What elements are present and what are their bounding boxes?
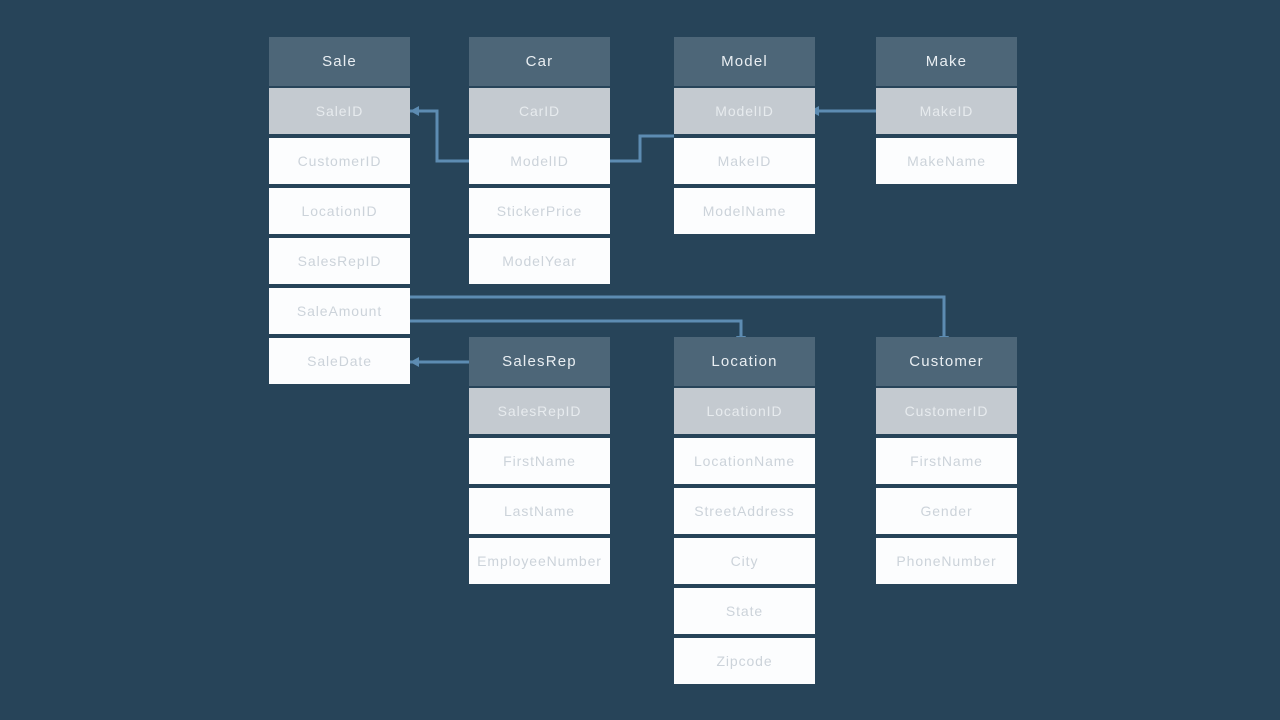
field-model-makeid[interactable]: MakeID <box>674 138 815 184</box>
field-customer-customerid[interactable]: CustomerID <box>876 388 1017 434</box>
field-make-makename[interactable]: MakeName <box>876 138 1017 184</box>
field-car-modelid[interactable]: ModelID <box>469 138 610 184</box>
field-model-modelid[interactable]: ModelID <box>674 88 815 134</box>
connector-sale-car <box>410 109 469 163</box>
field-salesrep-lastname[interactable]: LastName <box>469 488 610 534</box>
field-sale-customerid[interactable]: CustomerID <box>269 138 410 184</box>
table-header-sale[interactable]: Sale <box>269 37 410 86</box>
connector-car-model <box>610 134 674 163</box>
field-sale-saledate[interactable]: SaleDate <box>269 338 410 384</box>
field-salesrep-firstname[interactable]: FirstName <box>469 438 610 484</box>
field-salesrep-salesrepid[interactable]: SalesRepID <box>469 388 610 434</box>
field-model-modelname[interactable]: ModelName <box>674 188 815 234</box>
field-location-locationname[interactable]: LocationName <box>674 438 815 484</box>
field-location-zipcode[interactable]: Zipcode <box>674 638 815 684</box>
field-customer-gender[interactable]: Gender <box>876 488 1017 534</box>
field-location-locationid[interactable]: LocationID <box>674 388 815 434</box>
field-sale-saleamount[interactable]: SaleAmount <box>269 288 410 334</box>
field-sale-salesrepid[interactable]: SalesRepID <box>269 238 410 284</box>
table-header-model[interactable]: Model <box>674 37 815 86</box>
table-header-make[interactable]: Make <box>876 37 1017 86</box>
table-header-location[interactable]: Location <box>674 337 815 386</box>
field-customer-firstname[interactable]: FirstName <box>876 438 1017 484</box>
field-car-stickerprice[interactable]: StickerPrice <box>469 188 610 234</box>
field-sale-saleid[interactable]: SaleID <box>269 88 410 134</box>
field-salesrep-employeenumber[interactable]: EmployeeNumber <box>469 538 610 584</box>
connector-arrowhead-sale-car <box>410 106 419 116</box>
field-make-makeid[interactable]: MakeID <box>876 88 1017 134</box>
field-customer-phonenumber[interactable]: PhoneNumber <box>876 538 1017 584</box>
field-location-state[interactable]: State <box>674 588 815 634</box>
field-sale-locationid[interactable]: LocationID <box>269 188 410 234</box>
field-location-streetaddress[interactable]: StreetAddress <box>674 488 815 534</box>
table-header-salesrep[interactable]: SalesRep <box>469 337 610 386</box>
table-header-customer[interactable]: Customer <box>876 337 1017 386</box>
field-car-carid[interactable]: CarID <box>469 88 610 134</box>
table-header-car[interactable]: Car <box>469 37 610 86</box>
field-car-modelyear[interactable]: ModelYear <box>469 238 610 284</box>
connector-arrowhead-sale-salesrep <box>410 357 419 367</box>
field-location-city[interactable]: City <box>674 538 815 584</box>
